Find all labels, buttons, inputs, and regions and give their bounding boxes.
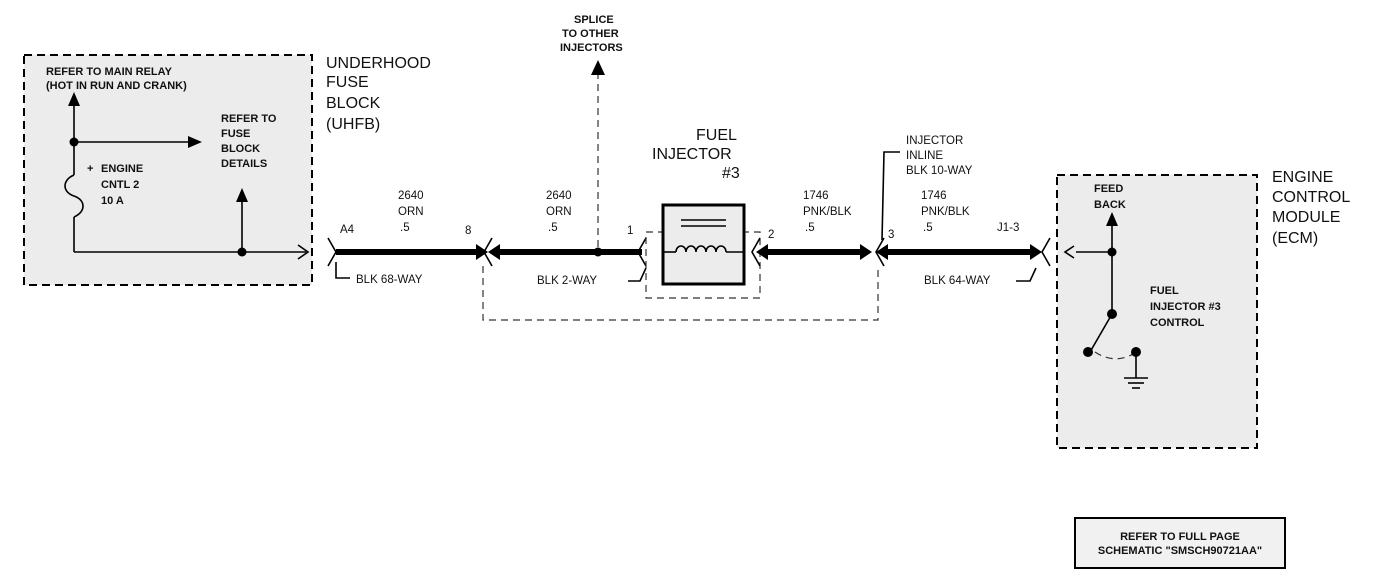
fuse-block-details-4: DETAILS bbox=[221, 158, 267, 170]
reference-line-2: SCHEMATIC "SMSCH90721AA" bbox=[1098, 545, 1262, 557]
ecm-control-1: FUEL bbox=[1150, 285, 1179, 297]
ecm-input-line bbox=[1041, 212, 1118, 319]
blk2-callout bbox=[628, 267, 647, 282]
blk64-callout bbox=[1016, 267, 1037, 282]
fuse-block-details-3: BLOCK bbox=[221, 143, 260, 155]
inline-callout bbox=[881, 151, 900, 241]
fuse-label-1: ENGINE bbox=[101, 163, 143, 175]
pin-2: 2 bbox=[768, 229, 774, 241]
wire-segment-8-1 bbox=[483, 237, 647, 267]
ecm-control-2: INJECTOR #3 bbox=[1150, 301, 1221, 313]
wire-3-gauge: .5 bbox=[805, 222, 815, 234]
fuse-plus-label: + bbox=[87, 163, 93, 175]
uhfb-title-1: UNDERHOOD bbox=[326, 55, 431, 72]
fuse-symbol bbox=[64, 174, 84, 252]
splice-to-other-injectors bbox=[591, 60, 605, 257]
reference-line-1: REFER TO FULL PAGE bbox=[1120, 531, 1240, 543]
fuse-label-3: 10 A bbox=[101, 195, 124, 207]
fuse-label-2: CNTL 2 bbox=[101, 179, 139, 191]
ecm-title-4: (ECM) bbox=[1272, 230, 1318, 247]
splice-label-3: INJECTORS bbox=[560, 42, 623, 54]
reference-box bbox=[1074, 517, 1286, 569]
uhfb-output-line bbox=[74, 188, 310, 260]
splice-label-2: TO OTHER bbox=[562, 28, 619, 40]
wire-1-gauge: .5 bbox=[400, 222, 410, 234]
blk68-callout bbox=[335, 262, 350, 279]
fuse-block-branch bbox=[69, 136, 202, 148]
wire-4-gauge: .5 bbox=[923, 222, 933, 234]
pin-8: 8 bbox=[465, 225, 471, 237]
fuse-block-details-1: REFER TO bbox=[221, 113, 277, 125]
uhfb-title-2: FUSE bbox=[326, 74, 369, 91]
wire-3-circuit: 1746 bbox=[803, 190, 829, 202]
splice-label-1: SPLICE bbox=[574, 14, 614, 26]
ecm-feedback-1: FEED bbox=[1094, 183, 1123, 195]
inline-label-2: INLINE bbox=[906, 150, 943, 162]
injector-title-2: INJECTOR bbox=[652, 146, 732, 163]
pin-1: 1 bbox=[627, 225, 633, 237]
wire-3-color: PNK/BLK bbox=[803, 206, 852, 218]
injector-title-3: #3 bbox=[722, 165, 740, 182]
ecm-box bbox=[1056, 174, 1258, 449]
uhfb-box bbox=[23, 54, 313, 286]
wire-segment-3-j13 bbox=[875, 237, 1042, 267]
fuel-injector-component bbox=[645, 203, 761, 299]
injector-driver-switch bbox=[1083, 313, 1148, 389]
pin-a4: A4 bbox=[340, 224, 355, 236]
wire-2-color: ORN bbox=[546, 206, 572, 218]
ecm-title-3: MODULE bbox=[1272, 209, 1340, 226]
connector-blk-64-way: BLK 64-WAY bbox=[924, 275, 991, 287]
fuse-block-details-2: FUSE bbox=[221, 128, 250, 140]
pin-j1-3: J1-3 bbox=[997, 222, 1019, 234]
wire-2-circuit: 2640 bbox=[546, 190, 572, 202]
ecm-control-3: CONTROL bbox=[1150, 317, 1205, 329]
wire-4-color: PNK/BLK bbox=[921, 206, 970, 218]
connector-blk-68-way: BLK 68-WAY bbox=[356, 274, 423, 286]
wire-4-circuit: 1746 bbox=[921, 190, 947, 202]
inline-label-1: INJECTOR bbox=[906, 135, 963, 147]
ecm-title-1: ENGINE bbox=[1272, 169, 1333, 186]
uhfb-title-3: BLOCK bbox=[326, 95, 381, 112]
wire-1-color: ORN bbox=[398, 206, 424, 218]
connector-blk-2-way: BLK 2-WAY bbox=[537, 275, 597, 287]
wire-2-gauge: .5 bbox=[548, 222, 558, 234]
inline-label-3: BLK 10-WAY bbox=[906, 165, 973, 177]
connector-bracket bbox=[482, 266, 879, 321]
injector-title-1: FUEL bbox=[696, 127, 737, 144]
pin-3: 3 bbox=[888, 229, 894, 241]
main-relay-label-1: REFER TO MAIN RELAY bbox=[46, 66, 173, 78]
wire-1-circuit: 2640 bbox=[398, 190, 424, 202]
ecm-feedback-2: BACK bbox=[1094, 199, 1126, 211]
ecm-title-2: CONTROL bbox=[1272, 189, 1350, 206]
main-relay-label-2: (HOT IN RUN AND CRANK) bbox=[46, 80, 187, 92]
uhfb-title-4: (UHFB) bbox=[326, 116, 380, 133]
wire-segment-a4-8 bbox=[327, 237, 488, 267]
wire-segment-2-3 bbox=[751, 237, 872, 267]
